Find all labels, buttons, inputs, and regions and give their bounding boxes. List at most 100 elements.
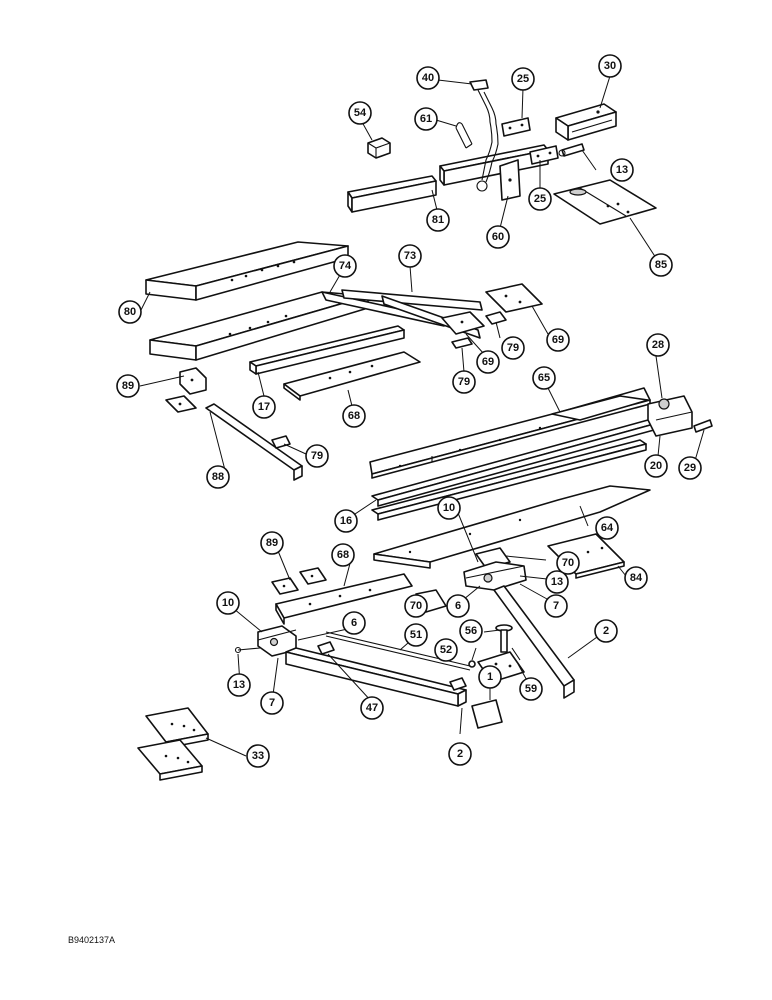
part-30-hitch [555,103,617,141]
callout-74: 74 [333,254,357,278]
callout-16: 16 [334,509,358,533]
part-54-clip [367,137,391,159]
part-20-hitch-block [647,395,693,437]
callout-label: 20 [650,460,662,472]
callout-label: 79 [311,450,323,462]
callout-label: 51 [410,629,422,641]
callout-25-upper: 25 [511,67,535,91]
callout-label: 89 [122,380,134,392]
callout-65: 65 [532,366,556,390]
part-13-pin-left [234,646,261,654]
part-29-pin [693,419,713,433]
callout-13-top: 13 [610,158,634,182]
part-61-u-bolt [455,122,473,149]
callout-85: 85 [649,253,673,277]
part-68-plate-lower [275,573,413,625]
callout-29: 29 [678,456,702,480]
callout-label: 2 [603,625,609,637]
callout-13-center: 13 [545,570,569,594]
part-25-strap-lower [529,145,559,165]
part-79-shim-a [485,311,507,325]
callout-label: 64 [601,522,614,534]
part-17-rail [249,325,405,375]
callout-68-lower: 68 [331,543,355,567]
callout-label: 59 [525,683,537,695]
part-64-plate [373,485,651,569]
part-2-tube-right [493,585,575,699]
callout-label: 13 [551,576,563,588]
part-33-plate-lower [137,739,203,781]
callout-label: 60 [492,231,504,243]
callout-label: 68 [348,410,360,422]
callout-6-right: 6 [446,594,470,618]
callout-label: 65 [538,372,550,384]
callout-label: 17 [258,401,270,413]
callout-89-upper: 89 [116,374,140,398]
callout-label: 73 [404,250,416,262]
part-89-bracket-a [179,367,207,395]
part-81-tube [347,144,549,213]
callout-label: 40 [422,72,434,84]
callout-label: 7 [269,697,275,709]
callout-54: 54 [348,101,372,125]
callout-30: 30 [598,54,622,78]
callout-69-right: 69 [546,328,570,352]
part-79-shim-c [271,435,291,449]
part-52-nut [468,660,476,668]
part-79-shim-b [451,337,473,349]
callout-10-right: 10 [437,496,461,520]
callout-40: 40 [416,66,440,90]
callout-label: 13 [233,679,245,691]
callout-51: 51 [404,623,428,647]
callout-52: 52 [434,638,458,662]
callout-label: 52 [440,644,452,656]
callout-label: 1 [487,671,493,683]
callout-6-left: 6 [342,611,366,635]
callout-80: 80 [118,300,142,324]
callout-2-right: 2 [594,619,618,643]
part-65-plate [369,387,651,479]
part-2-tube-left [285,647,467,707]
part-89-bracket-d [299,567,327,585]
callout-label: 28 [652,339,664,351]
part-56-jack-pin [495,624,513,653]
callout-label: 56 [465,625,477,637]
callout-label: 7 [553,600,559,612]
callout-84: 84 [624,566,648,590]
callout-25-lower: 25 [528,187,552,211]
callout-label: 10 [222,597,234,609]
callout-56: 56 [459,619,483,643]
callout-69-center: 69 [476,350,500,374]
callout-label: 70 [410,600,422,612]
part-80-plate-upper [145,241,349,301]
callout-60: 60 [486,225,510,249]
part-60-bracket [499,159,521,201]
callout-label: 13 [616,164,628,176]
callout-73: 73 [398,244,422,268]
callout-label: 69 [482,356,494,368]
callout-47: 47 [360,696,384,720]
callout-label: 6 [351,617,357,629]
callout-label: 25 [517,73,529,85]
callout-10-left: 10 [216,591,240,615]
callout-label: 10 [443,502,455,514]
callout-20: 20 [644,454,668,478]
leader-lines [139,75,705,757]
figure-reference-code: B9402137A [68,935,116,945]
part-10-hitch-right [463,561,527,591]
callout-17: 17 [252,395,276,419]
callout-label: 85 [655,259,667,271]
callout-label: 54 [354,107,367,119]
callout-label: 74 [339,260,352,272]
callout-label: 25 [534,193,546,205]
callout-79-lower: 79 [305,444,329,468]
callout-13-left: 13 [227,673,251,697]
callout-70-left: 70 [404,594,428,618]
part-59-pin [511,647,521,661]
callout-label: 79 [458,376,470,388]
callout-64: 64 [595,516,619,540]
callout-label: 16 [340,515,352,527]
part-85-plate [553,179,657,225]
callout-label: 68 [337,549,349,561]
